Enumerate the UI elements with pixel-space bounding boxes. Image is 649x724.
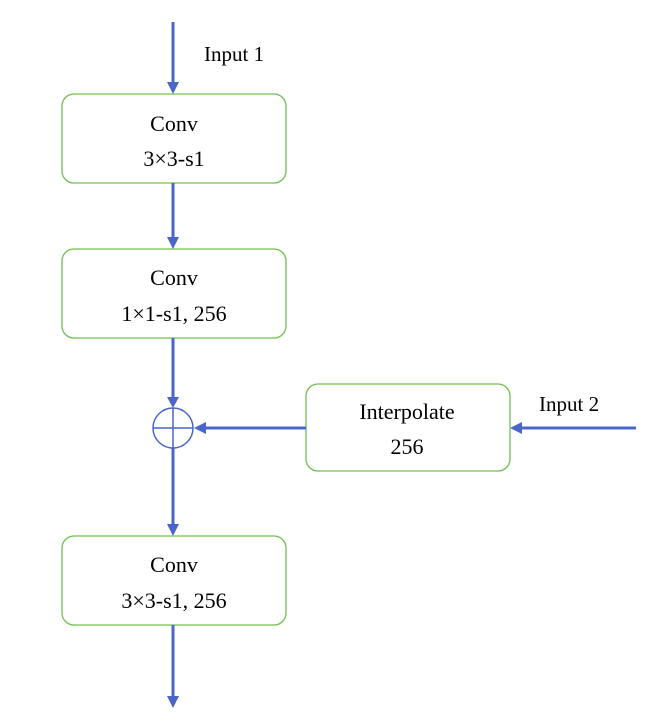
conv2-node: Conv 1×1-s1, 256 [61,248,287,339]
conv2-title: Conv [150,265,198,290]
conv1-title: Conv [150,111,198,136]
interpolate-title: Interpolate [359,399,454,424]
input-2-label: Input 2 [539,392,599,416]
conv3-node: Conv 3×3-s1, 256 [61,535,287,626]
edge-conv1-to-conv2 [167,183,179,249]
edge-input1-to-conv1 [167,22,179,94]
conv2-spec: 1×1-s1, 256 [121,301,226,326]
conv3-spec: 3×3-s1, 256 [121,588,226,613]
edge-conv3-to-output [167,625,179,708]
conv3-title: Conv [150,552,198,577]
edge-sum-to-conv3 [167,448,179,536]
edge-input2-to-interpolate [510,422,636,434]
conv1-node: Conv 3×3-s1 [61,93,287,184]
edge-interpolate-to-sum [194,422,306,434]
interpolate-spec: 256 [391,434,424,459]
edge-conv2-to-sum [167,338,179,408]
conv1-spec: 3×3-s1 [143,146,204,171]
circle-plus-icon [152,407,194,449]
interpolate-node: Interpolate 256 [305,383,511,472]
input-1-label: Input 1 [204,42,264,66]
